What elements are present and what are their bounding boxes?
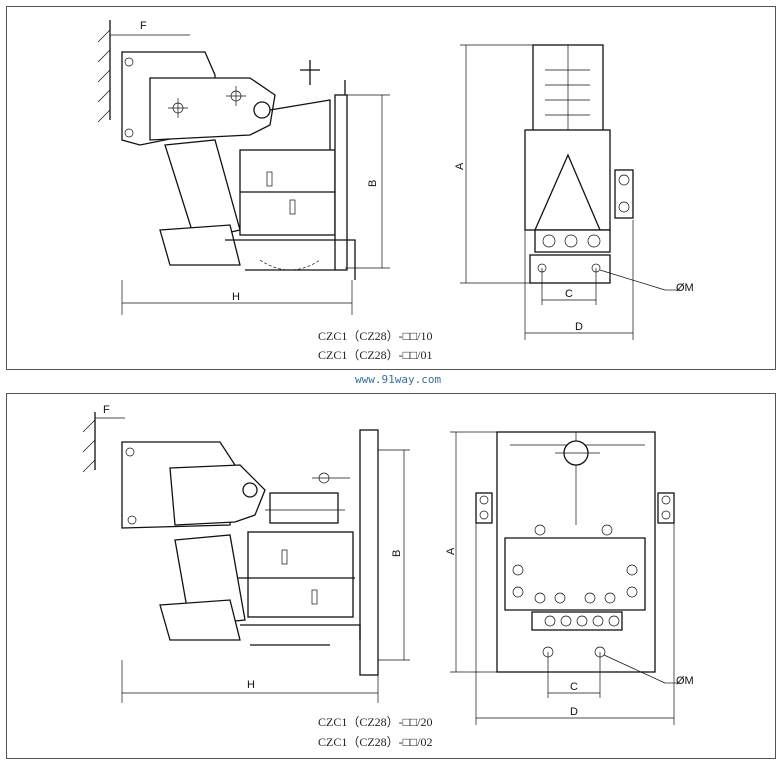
front-view-bottom <box>450 431 680 725</box>
dim-label-d: D <box>575 321 583 333</box>
dim-label-b: B <box>391 550 403 557</box>
model-caption: CZC1（CZ28）-□□/01 <box>318 348 433 362</box>
dim-label-f: F <box>140 20 147 32</box>
dim-label-a: A <box>454 162 466 170</box>
dim-label-a: A <box>445 547 457 555</box>
dim-label-m: ØM <box>676 675 694 687</box>
dim-label-m: ØM <box>676 282 694 294</box>
side-view-top <box>97 20 390 315</box>
model-caption: CZC1（CZ28）-□□/10 <box>318 329 433 343</box>
side-view-bottom <box>82 412 410 703</box>
watermark: www.91way.com <box>355 373 442 386</box>
dim-label-b: B <box>367 180 379 187</box>
model-caption: CZC1（CZ28）-□□/02 <box>318 735 433 749</box>
dim-label-f: F <box>103 404 110 416</box>
front-view-top <box>460 44 680 340</box>
dim-label-h: H <box>247 679 255 691</box>
dim-label-d: D <box>570 706 578 718</box>
dim-label-c: C <box>565 288 573 300</box>
dim-label-c: C <box>570 681 578 693</box>
model-caption: CZC1（CZ28）-□□/20 <box>318 715 433 729</box>
dim-label-h: H <box>232 291 240 303</box>
